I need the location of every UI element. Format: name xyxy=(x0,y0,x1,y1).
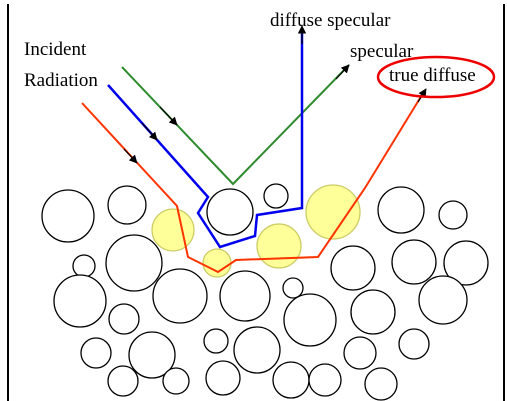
particle xyxy=(364,367,398,401)
particle-bed xyxy=(41,183,489,401)
incident-radiation-label-line1: Incident xyxy=(24,39,87,60)
particle xyxy=(377,186,425,234)
true-diffuse-callout-ellipse xyxy=(376,55,496,99)
particle xyxy=(53,274,107,328)
true-diffuse-ray-arrow-in xyxy=(123,148,138,164)
particle xyxy=(443,240,489,286)
diffuse-specular-ray-path xyxy=(107,28,304,249)
specular-ray-arrow-out xyxy=(335,64,350,80)
specular-ray-arrow-in xyxy=(159,106,178,126)
particle xyxy=(151,208,195,252)
particle xyxy=(272,361,310,399)
particle xyxy=(128,331,176,379)
specular-ray xyxy=(121,64,350,186)
specular-ray-path xyxy=(121,64,350,186)
particle xyxy=(108,303,140,335)
particle xyxy=(256,223,302,269)
particle xyxy=(330,245,376,291)
diffuse-specular-ray-arrow-in xyxy=(141,122,158,141)
particle xyxy=(203,328,229,354)
particle xyxy=(418,275,468,325)
specular-label: specular xyxy=(350,41,414,62)
particle xyxy=(206,188,254,236)
diffuse-specular-ray xyxy=(107,25,307,249)
true-diffuse-label: true diffuse xyxy=(389,65,476,86)
particle xyxy=(152,268,208,324)
particle xyxy=(438,200,468,230)
incident-radiation-label-line2: Radiation xyxy=(24,70,98,91)
particle xyxy=(107,185,147,225)
particle xyxy=(41,189,95,243)
particle xyxy=(205,360,241,396)
particle xyxy=(219,270,271,322)
particle xyxy=(282,277,304,299)
diffuse-specular-label: diffuse specular xyxy=(270,10,391,31)
particle xyxy=(308,363,342,397)
particle xyxy=(350,289,396,335)
particle xyxy=(105,234,163,292)
particle xyxy=(283,293,337,347)
particle xyxy=(233,326,281,374)
particle xyxy=(305,184,361,240)
particle xyxy=(391,239,437,285)
particle xyxy=(202,248,232,278)
particle xyxy=(162,367,190,395)
particle xyxy=(263,183,289,209)
particle xyxy=(80,337,112,369)
particle xyxy=(343,336,377,370)
true-diffuse-ray-path xyxy=(81,89,426,274)
particle xyxy=(107,365,139,397)
particle xyxy=(398,328,430,360)
particle xyxy=(72,254,96,278)
